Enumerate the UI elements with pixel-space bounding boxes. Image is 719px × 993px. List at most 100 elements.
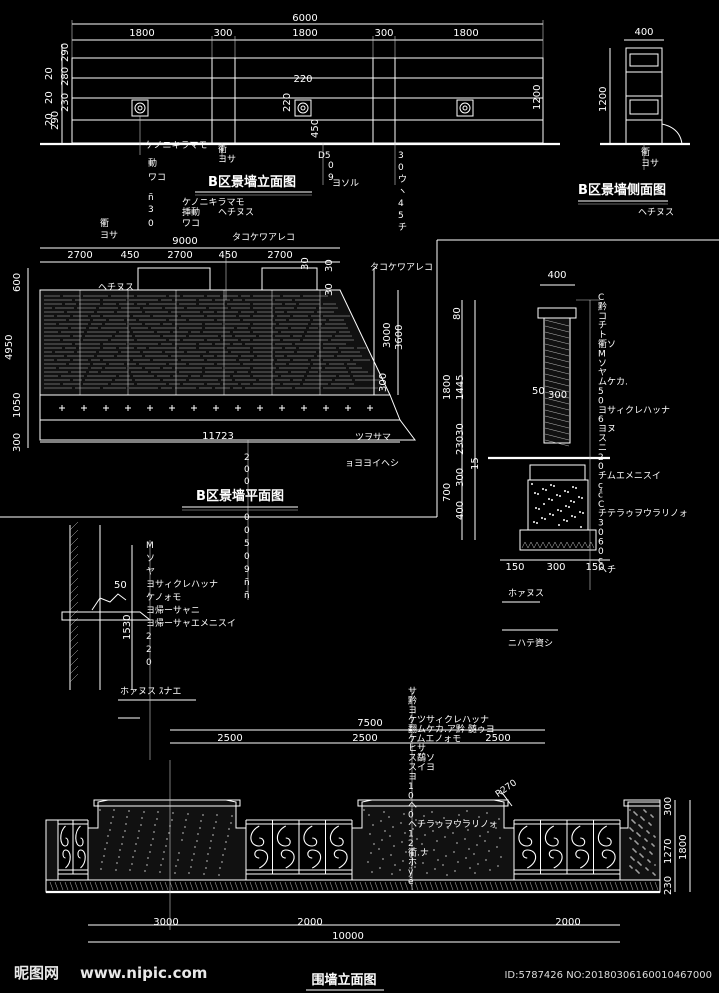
fence-note-21: ê: [408, 876, 414, 887]
coping-dim-1: 50: [114, 580, 127, 591]
section-note-10: ムケカ.: [598, 377, 628, 388]
b-elev-left-dim-5: 230: [60, 93, 71, 112]
section-dim-11: 400: [455, 501, 466, 520]
fence-note-16: 1: [408, 830, 414, 840]
fence-note-2: 黔: [408, 695, 417, 707]
b-elev-note-13: 3: [398, 151, 404, 161]
section-dim-3: 50: [532, 386, 545, 397]
fence-railing-2: [245, 819, 353, 875]
b-elev-note-8: 0: [148, 219, 154, 229]
ornament-tile-2: [294, 99, 312, 117]
fence-bottom-seg-3: 2000: [555, 917, 580, 928]
b-plan-right-6: 300: [378, 373, 389, 392]
section-note-14: 6: [598, 415, 604, 425]
section-note-11: 5: [598, 387, 604, 397]
fence-right-dim-3: 230: [663, 876, 674, 895]
b-side-title: B区景墙侧面图: [578, 182, 666, 198]
section-note-2: 黔: [598, 300, 607, 312]
b-plan-left-3: 1050: [12, 393, 23, 418]
fence-note-8: ス鷸ソ: [408, 752, 435, 764]
fence-radius: R270: [494, 778, 519, 800]
b-side-note-2: ヨサ: [641, 158, 659, 169]
section-note-17: ニ: [598, 443, 607, 453]
fence-pier-3-partial: [619, 799, 661, 881]
fence-note-1: サ: [408, 686, 417, 697]
b-elev-seg-5: 1800: [453, 28, 478, 39]
b-plan-left-4: 300: [12, 433, 23, 452]
b-plan-note-16: 0: [244, 526, 250, 536]
fence-elevation: 7500 2500 2500 2500 R270: [45, 540, 691, 991]
b-plan-right-2: 30: [324, 259, 335, 272]
section-note-4: チ: [598, 320, 607, 331]
b-plan-right-1: 30: [300, 257, 311, 270]
section-note-20: チムエメニスイ: [598, 471, 661, 482]
fence-note-3: ヨ: [408, 706, 417, 716]
section-note-9: ヤ: [598, 368, 607, 378]
b-elev-ornament-w: 220: [293, 74, 312, 85]
section-note-30: ヘチ: [598, 565, 616, 576]
fence-pier-2: [351, 799, 515, 881]
b-elev-seg-4: 300: [374, 28, 393, 39]
section-dim-5: 80: [452, 307, 463, 320]
b-elev-total: 6000: [292, 13, 317, 24]
coping-note-9: 2: [146, 645, 152, 655]
fence-note-9: スイヨ: [408, 763, 435, 773]
ornament-tile-1: [131, 99, 149, 117]
fence-note-10: ヨ: [408, 773, 417, 783]
section-note-22: ĉ: [598, 489, 603, 500]
b-elev-left-dim-2: 20: [44, 113, 55, 126]
b-elev-note-9: D5: [318, 151, 331, 161]
section-note-16: ス: [598, 434, 607, 444]
b-plan-note-10: ツヲサマ: [355, 432, 391, 443]
watermark: 昵图网 www.nipic.com ID:5787426 NO:20180306…: [14, 964, 712, 982]
b-elev-note-10: 0: [328, 161, 334, 171]
b-plan-overall: 9000: [172, 236, 197, 247]
b-elev-seg-3: 1800: [292, 28, 317, 39]
b-elev-left-dim-4: 20: [44, 67, 55, 80]
ornament-tile-3: [456, 99, 474, 117]
b-plan-note-19: 9: [244, 565, 250, 575]
section-note-12: 0: [598, 396, 604, 406]
fence-note-11: 1: [408, 782, 414, 792]
section-note-6: 衢ソ: [598, 338, 616, 350]
b-plan-note-5: 衢: [100, 217, 109, 229]
b-plan-note-7: ヘチヌス: [98, 282, 134, 293]
b-plan-left-2: 4950: [4, 335, 15, 360]
b-plan-seg-1: 2700: [67, 250, 92, 261]
section-note-27: 6: [598, 537, 604, 547]
b-elev-note-15: ウ: [398, 174, 407, 185]
b-plan-note-6: ヨサ: [100, 230, 118, 241]
b-elevation: 6000 1800 300 1800 300 1800 220: [40, 13, 560, 233]
coping-note-7: ヨ帰ーサャエメニスイ: [146, 617, 236, 629]
section-note-28: 0: [598, 547, 604, 557]
fence-elevation-title: 围墙立面图: [311, 972, 376, 988]
fence-pier-0-partial: [45, 819, 59, 881]
section-dim-7: 300: [455, 468, 466, 487]
section-note-15: ヨヌ: [598, 425, 616, 435]
fence-bottom-total: 10000: [332, 931, 364, 942]
b-plan-note-2: 挿動: [182, 206, 200, 218]
section-base-2: 300: [546, 562, 565, 573]
fence-pier-1: [87, 799, 247, 881]
b-plan-note-18: 0: [244, 552, 250, 562]
b-plan-wood-hatch: [44, 290, 380, 395]
section-note-1: C: [598, 293, 604, 303]
fence-note-15: ヘチラゥヲウラリノォ: [408, 819, 498, 830]
coping-detail: 50 1530 Mソヤヨサィクレハッナケノォモヨ帰ーサャニヨ帰ーサャエメニスイ2…: [61, 521, 236, 719]
b-plan-note-4: ワコ: [182, 219, 200, 229]
coping-note-5: ケノォモ: [146, 592, 181, 603]
coping-note-6: ヨ帰ーサャニ: [146, 604, 200, 616]
fence-bottom-seg-1: 3000: [153, 917, 178, 928]
coping-note-4: ヨサィクレハッナ: [146, 579, 218, 590]
section-base-3: 150: [585, 562, 604, 573]
section-dim-4: 300: [548, 390, 567, 401]
section-label-left: ホァヌス: [508, 588, 544, 599]
fence-note-13: ヘ: [408, 801, 417, 811]
coping-label: ホァヌス ｽナエ: [120, 686, 181, 697]
section-dim-9: 30: [455, 423, 466, 436]
fence-top-total: 7500: [357, 718, 382, 729]
b-plan-note-20: ñ: [244, 578, 250, 588]
fence-bottom-seg-2: 2000: [297, 917, 322, 928]
section-note-8: ソ: [598, 359, 607, 369]
